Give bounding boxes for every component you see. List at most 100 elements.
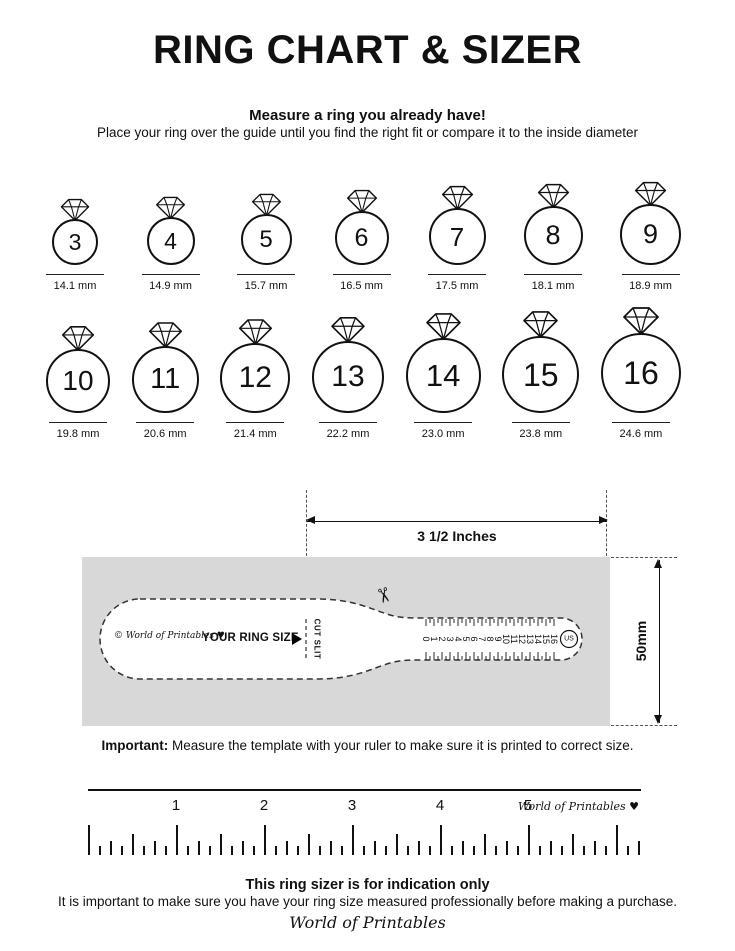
- ring-mm-label: 16.5 mm: [340, 280, 383, 292]
- ruler-tick: [88, 825, 90, 855]
- ring-figure: 15: [502, 309, 580, 413]
- ruler-tick: [209, 846, 211, 855]
- intro-description: Place your ring over the guide until you…: [96, 125, 639, 140]
- diamond-icon: [331, 317, 365, 343]
- intro-heading: Measure a ring you already have!: [249, 107, 486, 124]
- scale-number: 15: [541, 634, 551, 644]
- ring-divider: [46, 274, 104, 275]
- scale-number: 0: [421, 636, 431, 641]
- scale-number: 7: [477, 636, 487, 641]
- scale-number: 16: [549, 634, 559, 644]
- ruler-tick: [495, 846, 497, 855]
- ruler-tick: [440, 825, 442, 855]
- height-arrow: [654, 559, 663, 724]
- ruler-tick: [198, 841, 200, 855]
- ring-divider: [414, 422, 473, 423]
- ruler-tick: [627, 846, 629, 855]
- ring-size-circle: 16: [600, 333, 681, 413]
- ruler-number: 3: [347, 797, 357, 814]
- ring-item: 16 24.6 mm: [600, 305, 681, 440]
- ring-size-circle: 12: [220, 343, 291, 413]
- diamond-icon: [634, 181, 667, 207]
- ruler-tick: [616, 825, 618, 855]
- width-arrow: [306, 516, 608, 525]
- us-size-circle: [559, 629, 579, 649]
- scale-number: 10: [501, 634, 511, 644]
- ring-divider: [49, 422, 107, 423]
- ring-figure: 4: [146, 195, 195, 265]
- ring-item: 13 22.2 mm: [311, 315, 384, 440]
- ruler-tick: [561, 846, 563, 855]
- sizer-brand: © World of Printables ♥: [114, 631, 225, 641]
- ring-divider: [332, 274, 391, 275]
- scale-number: 3: [445, 636, 455, 641]
- ring-divider: [318, 422, 377, 423]
- ruler-number: 5: [523, 797, 533, 814]
- diamond-icon: [251, 193, 281, 217]
- ring-size-circle: 3: [52, 219, 98, 265]
- ring-mm-label: 24.6 mm: [619, 428, 663, 440]
- ring-size-pointer-icon: [292, 633, 302, 645]
- ruler-brand: World of Printables ♥: [518, 800, 639, 813]
- ring-item: 6 16.5 mm: [332, 188, 391, 292]
- ring-figure: 11: [131, 320, 199, 413]
- ruler-tick: [396, 834, 398, 855]
- ruler-tick: [264, 825, 266, 855]
- ring-figure: 6: [334, 188, 389, 265]
- ring-divider: [237, 274, 295, 275]
- scale-number: 6: [469, 636, 479, 641]
- ruler-tick: [517, 846, 519, 855]
- ring-mm-label: 23.8 mm: [519, 428, 563, 440]
- ring-figure: 10: [46, 324, 110, 413]
- ring-mm-label: 18.9 mm: [629, 280, 672, 292]
- ring-item: 15 23.8 mm: [502, 309, 580, 440]
- ruler-tick: [121, 846, 123, 855]
- height-guide-line-bottom: [611, 725, 677, 726]
- ruler-tick: [594, 841, 596, 855]
- ruler-tick: [99, 846, 101, 855]
- ruler-tick: [407, 846, 409, 855]
- ruler-tick: [187, 846, 189, 855]
- ring-mm-label: 22.2 mm: [326, 428, 370, 440]
- ruler-tick: [462, 841, 464, 855]
- ring-divider: [136, 422, 195, 423]
- ruler-tick: [231, 846, 233, 855]
- ring-item: 5 15.7 mm: [237, 192, 295, 292]
- ruler-tick: [176, 825, 178, 855]
- footer-disclaimer-heading: This ring sizer is for indication only: [245, 877, 490, 893]
- ruler-tick: [330, 841, 332, 855]
- footer-disclaimer-text: It is important to make sure you have yo…: [57, 894, 678, 909]
- ring-divider: [141, 274, 200, 275]
- ring-size-circle: 13: [311, 341, 384, 413]
- diamond-icon: [441, 185, 473, 211]
- ring-divider: [524, 274, 582, 275]
- scale-number: 2: [437, 636, 447, 641]
- ruler-tick: [341, 846, 343, 855]
- ring-size-circle: 10: [46, 349, 110, 413]
- ring-mm-label: 17.5 mm: [435, 280, 479, 292]
- diamond-icon: [346, 189, 377, 214]
- ruler-tick: [220, 834, 222, 855]
- ring-size-circle: 6: [334, 211, 389, 265]
- ring-mm-label: 15.7 mm: [244, 280, 288, 292]
- ruler-tick: [484, 834, 486, 855]
- diamond-icon: [155, 196, 186, 220]
- page-title: RING CHART & SIZER: [153, 28, 582, 72]
- ring-size-circle: 5: [240, 214, 292, 265]
- ring-mm-label: 19.8 mm: [56, 428, 100, 440]
- ring-size-circle: 15: [502, 336, 580, 413]
- height-guide-line-top: [611, 557, 677, 558]
- ruler-tick: [275, 846, 277, 855]
- ruler-tick: [110, 841, 112, 855]
- ruler-tick: [154, 841, 156, 855]
- ring-mm-label: 14.9 mm: [149, 280, 192, 292]
